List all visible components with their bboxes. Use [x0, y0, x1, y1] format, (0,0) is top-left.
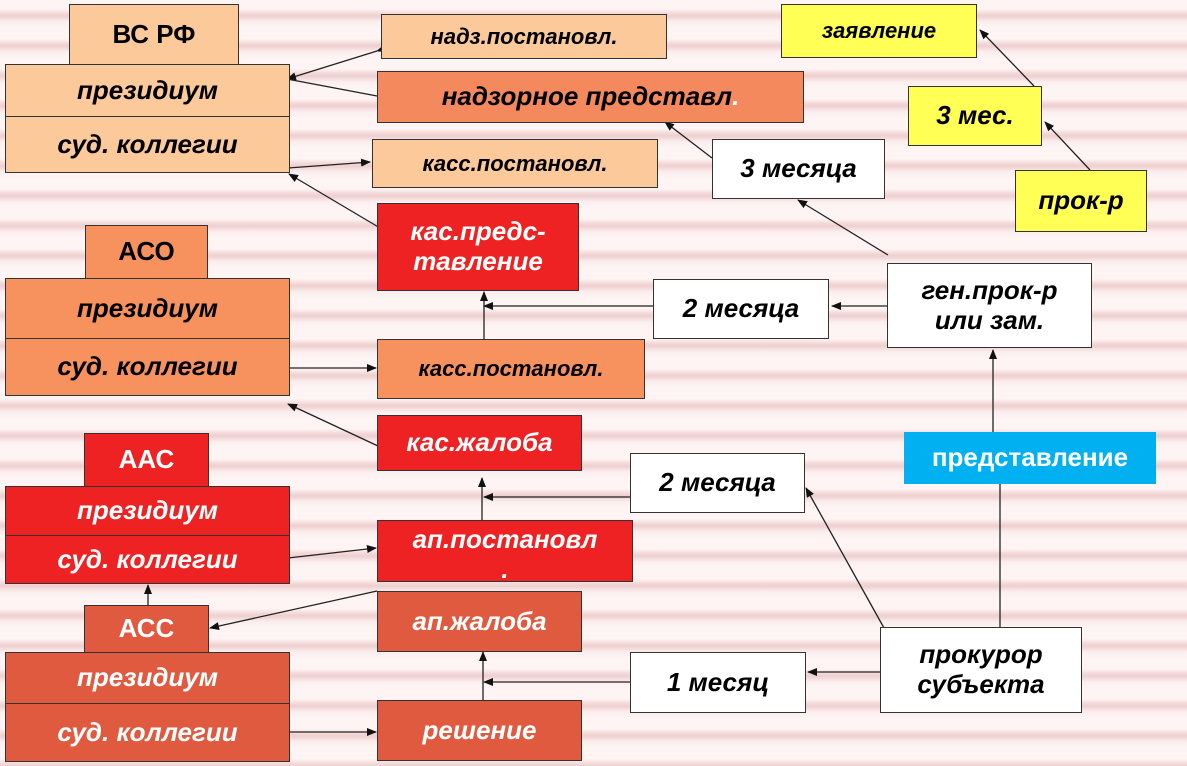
prokuror-line1: прокурор: [919, 639, 1043, 670]
ap-postanovl-text: ап.постановл: [412, 524, 598, 554]
nadzornoe-predstavl-box: надзорное представл.: [377, 71, 804, 123]
acc-presidium: президиум: [5, 652, 290, 704]
vs-rf-title: ВС РФ: [69, 4, 239, 65]
aso-colleges: суд. коллегии: [5, 338, 290, 396]
two-months-upper-box: 2 месяца: [653, 279, 829, 339]
kas-zhaloba-box: кас.жалоба: [377, 415, 582, 471]
kas-predstavlenie-box: кас.предс- тавление: [377, 203, 579, 291]
kas-predstavlenie-line2: тавление: [413, 246, 543, 276]
aac-presidium: президиум: [5, 486, 290, 536]
two-months-lower-box: 2 месяца: [630, 453, 805, 513]
gen-prok-box: ген.прок-р или зам.: [887, 263, 1092, 348]
one-month-box: 1 месяц: [630, 652, 806, 713]
gen-prok-line2: или зам.: [934, 304, 1045, 335]
aso-title: АСО: [85, 225, 208, 279]
vs-rf-presidium: президиум: [5, 64, 290, 117]
nadzornoe-predstavl-text: надзорное представл: [441, 81, 733, 112]
kass-postanovl-top-box: касс.постановл.: [372, 139, 658, 188]
kas-predstavlenie-line1: кас.предс-: [410, 216, 546, 247]
prokuror-subjekta-box: прокурор субъекта: [880, 627, 1082, 713]
ap-postanovl-dot: .: [501, 553, 509, 582]
three-mes-box: 3 мес.: [908, 86, 1042, 146]
kass-postanovl-box: касс.постановл.: [377, 339, 645, 399]
nadzornoe-predstavl-dot: .: [732, 81, 740, 112]
prokuror-line2: субъекта: [917, 669, 1045, 699]
nadz-postanovl-box: надз.постановл.: [381, 14, 667, 59]
predstavlenie-box: представление: [904, 432, 1156, 484]
aso-presidium: президиум: [5, 278, 290, 339]
ap-postanovl-box: ап.постановл .: [377, 520, 633, 582]
prok-r-box: прок-р: [1015, 170, 1147, 232]
reshenie-box: решение: [377, 700, 582, 761]
acc-colleges: суд. коллегии: [5, 703, 290, 762]
aac-title: ААС: [84, 433, 209, 487]
ap-zhaloba-box: ап.жалоба: [377, 591, 582, 652]
acc-title: АСС: [84, 605, 209, 653]
three-months-box: 3 месяца: [712, 139, 885, 199]
gen-prok-line1: ген.прок-р: [921, 274, 1058, 305]
aac-colleges: суд. коллегии: [5, 535, 290, 584]
vs-rf-colleges: суд. коллегии: [5, 116, 290, 173]
zayavlenie-box: заявление: [781, 4, 977, 58]
